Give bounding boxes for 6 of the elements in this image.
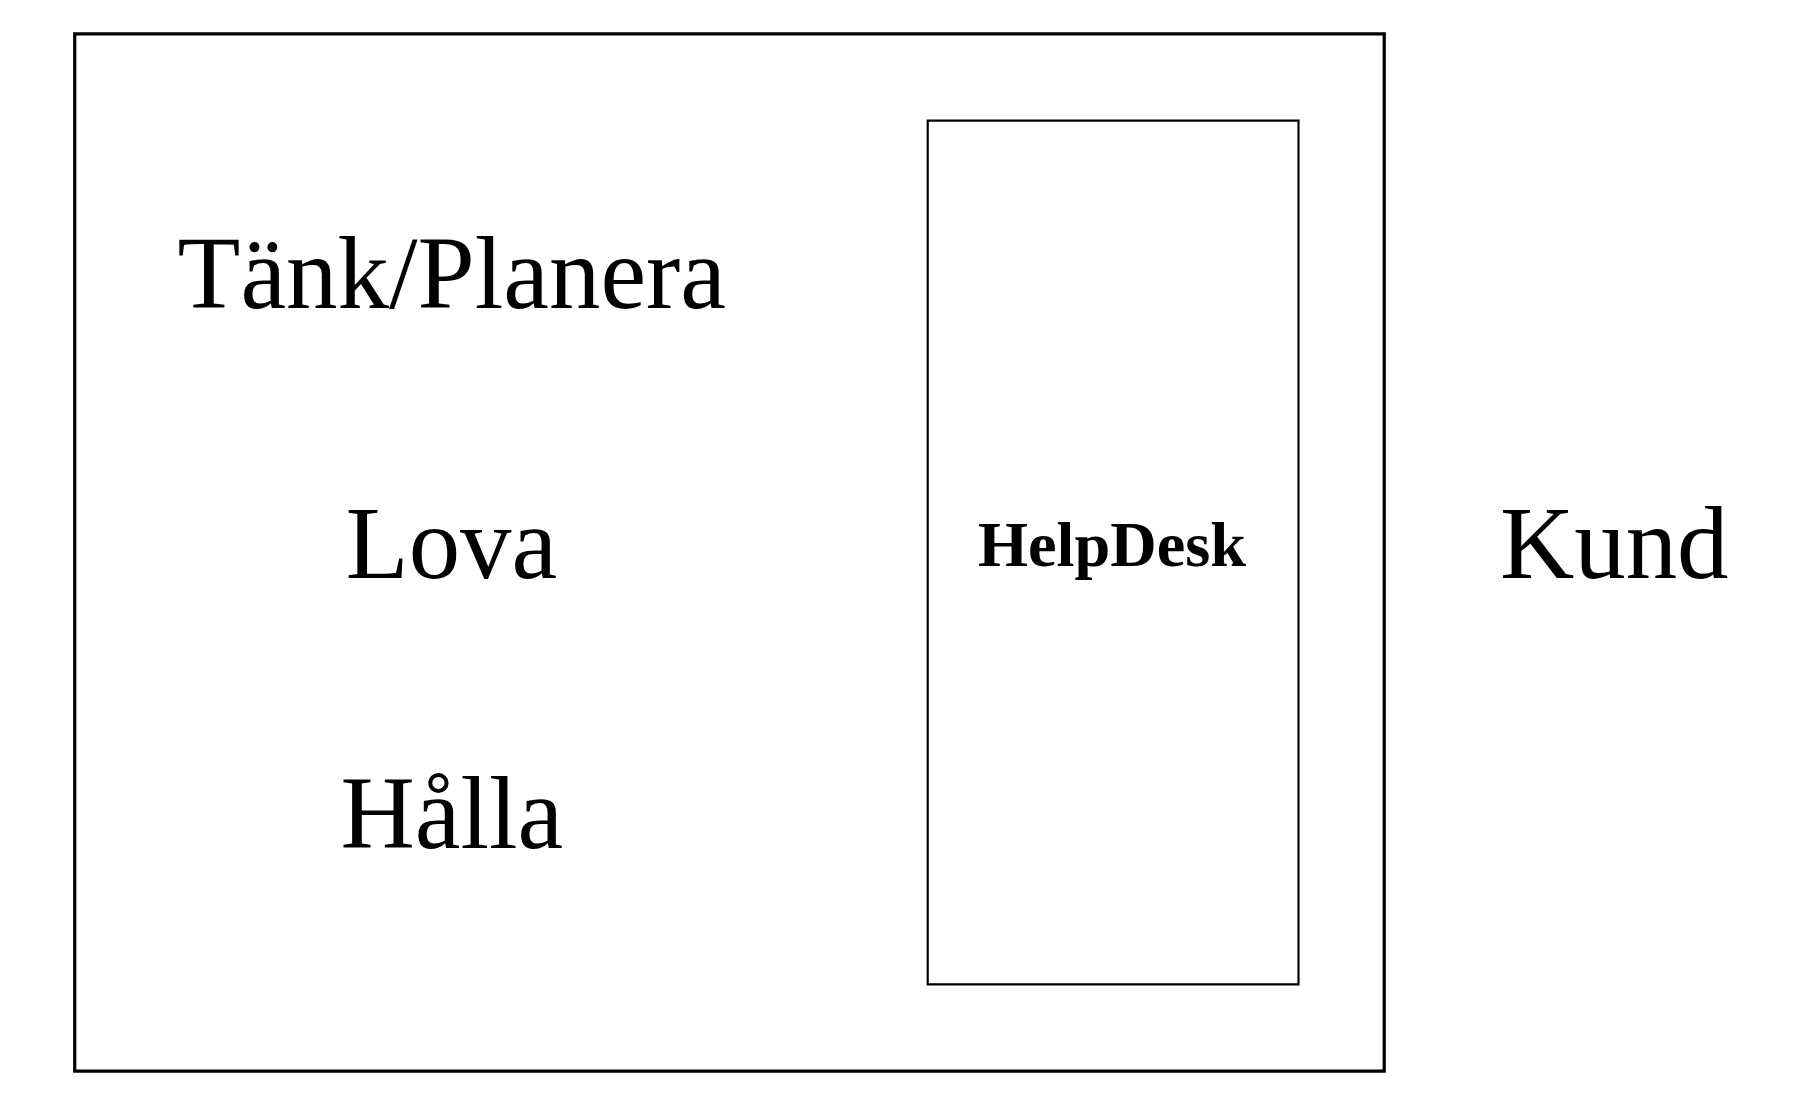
label: Tänk/Planera <box>177 215 726 330</box>
cluster <box>73 32 1386 1073</box>
node-box: HelpDesk <box>926 119 1300 986</box>
label: Lova <box>345 486 558 600</box>
label: Kund <box>1499 486 1729 600</box>
label: Hålla <box>340 756 564 871</box>
